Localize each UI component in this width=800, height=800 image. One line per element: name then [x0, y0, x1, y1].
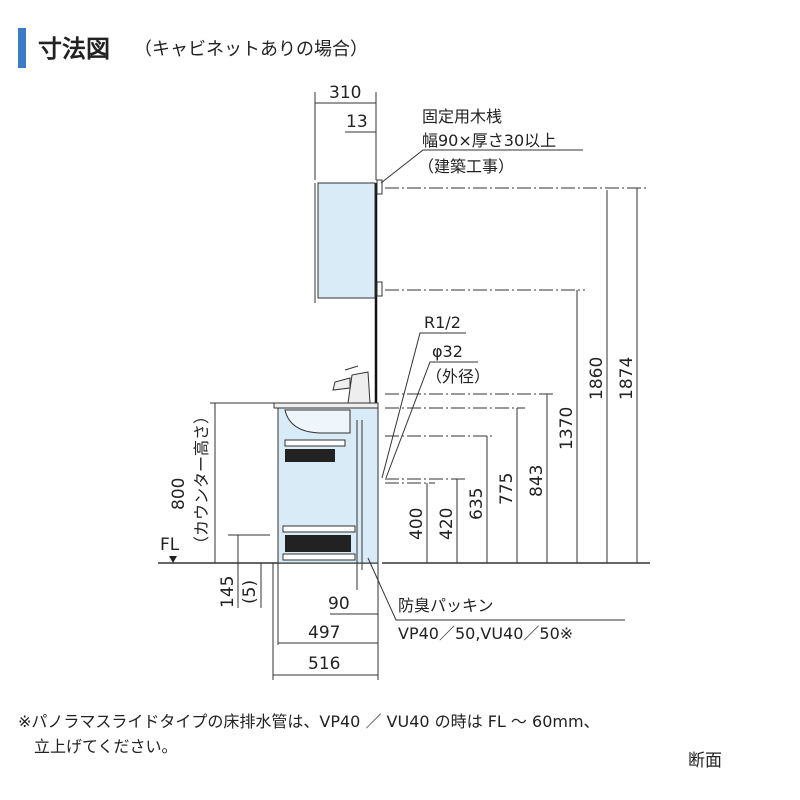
counter-height-label: （カウンター高さ） [192, 408, 211, 552]
packing-label-2: VP40／50,VU40／50※ [398, 624, 573, 643]
dim-310: 310 [329, 83, 361, 103]
dim-800: 800 [169, 478, 189, 510]
pipe-label-2: φ32 [432, 342, 463, 361]
footnote-line-1: ※パノラマスライドタイプの床排水管は、VP40 ／ VU40 の時は FL ～ … [18, 712, 600, 731]
dim-145: 145 [218, 576, 238, 608]
dim-516: 516 [308, 654, 340, 674]
dim-497: 497 [308, 623, 340, 643]
dim-1860: 1860 [587, 357, 607, 400]
footnote-line-2: 立上げてください。 [34, 737, 178, 756]
base-cabinet [273, 402, 379, 590]
view-label: 断面 [688, 751, 722, 771]
fl-label: FL [160, 535, 180, 555]
height-dimension-lines [426, 188, 638, 563]
cleat-label-3: （建築工事） [418, 157, 514, 176]
r12-leader [381, 332, 466, 479]
upper-cabinet [317, 182, 376, 299]
title-accent-bar [18, 28, 26, 68]
faucet-icon [332, 365, 371, 404]
dim-843: 843 [527, 465, 547, 497]
pipe-label-3: （外径） [426, 367, 490, 386]
dim-1874: 1874 [617, 357, 637, 400]
cleat-top [376, 179, 383, 195]
cleat-label-1: 固定用木桟 [422, 107, 502, 126]
reference-lines [385, 187, 648, 484]
cleat-leader [380, 149, 583, 184]
dim-90: 90 [328, 594, 350, 614]
packing-label-1: 防臭パッキン [398, 596, 494, 615]
dim-400: 400 [407, 508, 427, 540]
dim-1370: 1370 [557, 407, 577, 450]
phi32-leader [385, 361, 478, 479]
top-width-dimension [314, 92, 377, 180]
cleat-bottom [376, 281, 383, 297]
title-sub: （キャビネットありの場合） [134, 39, 368, 60]
packing-leader [367, 557, 625, 621]
title-main: 寸法図 [38, 35, 110, 63]
fl-marker-icon [169, 556, 177, 563]
dim-13: 13 [346, 112, 368, 132]
dim-635: 635 [467, 488, 487, 520]
dim-775: 775 [497, 473, 517, 505]
dim-420: 420 [437, 508, 457, 540]
dim-5: (5) [240, 580, 260, 604]
cleat-label-2: 幅90×厚さ30以上 [422, 131, 556, 150]
pipe-label-1: R1/2 [424, 313, 461, 332]
